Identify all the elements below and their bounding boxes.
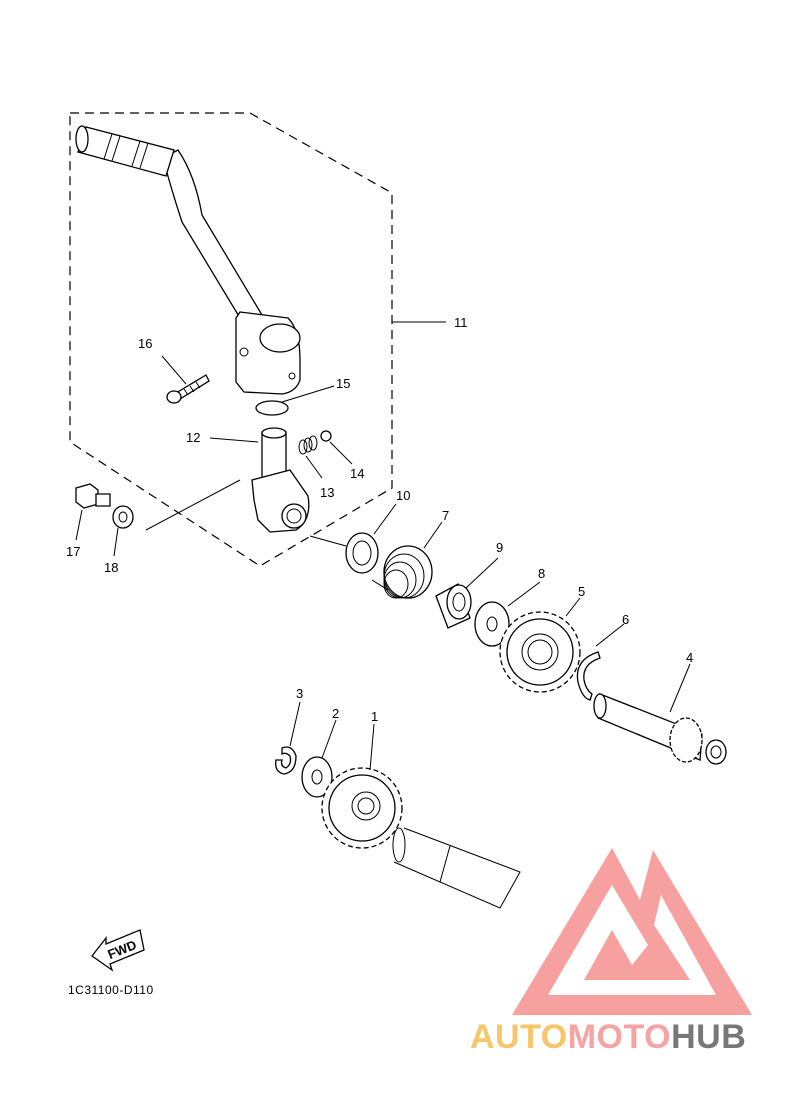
callout-labels: 1 2 3 4 5 6 7 8 9 10 11 12 13 14 15 16 1…	[66, 315, 693, 724]
callout-4: 4	[686, 650, 693, 665]
callout-3: 3	[296, 686, 303, 701]
circlip	[576, 651, 601, 701]
ratchet-gear	[499, 611, 581, 693]
callout-18: 18	[104, 560, 118, 575]
pivot-washer	[112, 505, 134, 529]
callout-17: 17	[66, 544, 80, 559]
callout-7: 7	[442, 508, 449, 523]
torsion-spring	[371, 545, 433, 599]
brand-part-auto: AUTO	[470, 1018, 568, 1056]
o-ring	[255, 400, 289, 416]
kick-idle-gear	[321, 767, 403, 849]
kick-crank-lever	[75, 125, 301, 395]
callout-8: 8	[538, 566, 545, 581]
detent-ball	[320, 430, 332, 442]
shaft-reference	[392, 827, 521, 909]
kick-crank-assembly-boundary	[69, 112, 393, 567]
callout-6: 6	[622, 612, 629, 627]
plain-washer	[474, 601, 510, 647]
detent-spring	[298, 435, 318, 455]
kick-boss	[251, 427, 310, 533]
brand-part-hub: HUB	[671, 1018, 747, 1056]
spring-guide	[435, 583, 472, 629]
callout-11: 11	[454, 315, 468, 330]
callout-16: 16	[138, 336, 152, 351]
kick-axle	[593, 693, 727, 765]
callout-10: 10	[396, 488, 410, 503]
brand-wordmark: AUTOMOTOHUB	[470, 1018, 792, 1068]
brand-part-moto: MOTO	[567, 1018, 672, 1056]
small-circlip	[275, 746, 297, 775]
callout-13: 13	[320, 485, 334, 500]
brand-logo-icon	[512, 848, 752, 1015]
leader-lines	[75, 321, 691, 771]
lever-bolt	[166, 374, 210, 404]
callout-14: 14	[350, 466, 364, 481]
pivot-bolt	[75, 483, 111, 509]
callout-1: 1	[371, 709, 378, 724]
callout-15: 15	[336, 376, 350, 391]
callout-9: 9	[496, 540, 503, 555]
idle-gear-washer	[301, 756, 333, 798]
callout-5: 5	[578, 584, 585, 599]
drawing-code: 1C31100-D110	[68, 983, 154, 997]
callout-12: 12	[186, 430, 200, 445]
oil-seal	[345, 532, 379, 574]
callout-2: 2	[332, 706, 339, 721]
forward-direction-arrow: FWD	[91, 929, 145, 972]
